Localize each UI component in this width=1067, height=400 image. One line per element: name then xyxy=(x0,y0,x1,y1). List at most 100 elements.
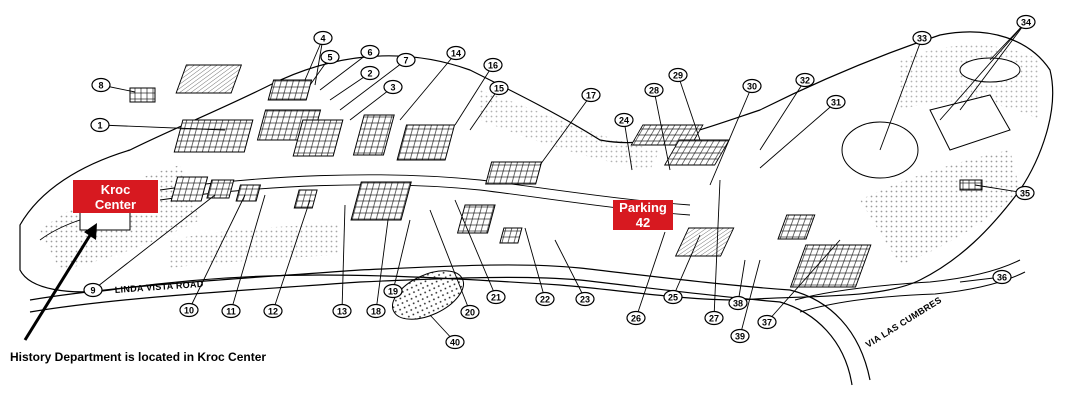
building-marker-28[interactable]: 28 xyxy=(644,82,664,98)
marker-number: 1 xyxy=(97,121,102,131)
leader-line-25 xyxy=(672,234,701,298)
building-marker-26[interactable]: 26 xyxy=(626,310,646,326)
marker-circle xyxy=(263,303,283,319)
marker-circle xyxy=(396,52,416,68)
building-marker-2[interactable]: 2 xyxy=(360,65,380,81)
marker-circle xyxy=(728,295,748,311)
marker-number: 16 xyxy=(488,61,498,71)
building-marker-40[interactable]: 40 xyxy=(445,334,465,350)
marker-number: 32 xyxy=(800,76,810,86)
building-marker-38[interactable]: 38 xyxy=(728,295,748,311)
marker-circle xyxy=(91,77,111,93)
marker-number: 4 xyxy=(320,34,325,44)
marker-circle xyxy=(446,45,466,61)
building-marker-31[interactable]: 31 xyxy=(826,94,846,110)
building-marker-5[interactable]: 5 xyxy=(320,49,340,65)
marker-number: 22 xyxy=(540,295,550,305)
building-marker-9[interactable]: 9 xyxy=(83,282,103,298)
marker-number: 19 xyxy=(388,287,398,297)
leader-line-31 xyxy=(759,101,837,169)
marker-circle xyxy=(581,87,601,103)
building-marker-24[interactable]: 24 xyxy=(614,112,634,128)
building-marker-17[interactable]: 17 xyxy=(581,87,601,103)
marker-number: 28 xyxy=(649,86,659,96)
building-marker-22[interactable]: 22 xyxy=(535,291,555,307)
kroc-arrow xyxy=(23,223,97,341)
marker-number: 20 xyxy=(465,308,475,318)
leader-line-17 xyxy=(539,94,592,166)
marker-circle xyxy=(179,302,199,318)
building-marker-32[interactable]: 32 xyxy=(795,72,815,88)
building-marker-19[interactable]: 19 xyxy=(383,283,403,299)
building-marker-37[interactable]: 37 xyxy=(757,314,777,330)
building-marker-30[interactable]: 30 xyxy=(742,78,762,94)
building-marker-39[interactable]: 39 xyxy=(730,328,750,344)
leader-line-34 xyxy=(989,21,1027,61)
marker-circle xyxy=(460,304,480,320)
leader-line-14 xyxy=(399,52,457,121)
leader-line-13 xyxy=(341,204,346,312)
leader-line-26 xyxy=(635,231,666,319)
building-marker-29[interactable]: 29 xyxy=(668,67,688,83)
building-8 xyxy=(129,87,156,103)
building-marker-23[interactable]: 23 xyxy=(575,291,595,307)
marker-number: 37 xyxy=(762,318,772,328)
marker-circle xyxy=(1015,185,1035,201)
leader-line-27 xyxy=(713,179,721,319)
building-marker-1[interactable]: 1 xyxy=(90,117,110,133)
building-marker-35[interactable]: 35 xyxy=(1015,185,1035,201)
building-marker-36[interactable]: 36 xyxy=(992,269,1012,285)
building-marker-6[interactable]: 6 xyxy=(360,44,380,60)
building-marker-25[interactable]: 25 xyxy=(663,289,683,305)
marker-number: 38 xyxy=(733,299,743,309)
marker-number: 14 xyxy=(451,49,461,59)
marker-circle xyxy=(221,303,241,319)
building-marker-4[interactable]: 4 xyxy=(313,30,333,46)
building-12 xyxy=(235,184,262,202)
leader-line-19 xyxy=(392,219,411,292)
building-marker-14[interactable]: 14 xyxy=(446,45,466,61)
parking-42-label[interactable]: Parking 42 xyxy=(613,200,673,230)
leader-line-6 xyxy=(319,51,371,91)
marker-number: 31 xyxy=(831,98,841,108)
building-22 xyxy=(456,204,496,234)
building-11 xyxy=(206,179,235,199)
marker-circle xyxy=(489,80,509,96)
building-marker-13[interactable]: 13 xyxy=(332,303,352,319)
parking-42-label-line1: Parking xyxy=(619,200,667,215)
leader-line-11 xyxy=(230,194,266,312)
building-marker-10[interactable]: 10 xyxy=(179,302,199,318)
building-30 xyxy=(663,139,730,166)
marker-number: 23 xyxy=(580,295,590,305)
housing-36 xyxy=(789,244,872,288)
building-marker-33[interactable]: 33 xyxy=(912,30,932,46)
kroc-center-label[interactable]: Kroc Center xyxy=(73,180,158,213)
building-13 xyxy=(293,189,318,209)
building-marker-3[interactable]: 3 xyxy=(383,79,403,95)
building-marker-11[interactable]: 11 xyxy=(221,303,241,319)
building-marker-34[interactable]: 34 xyxy=(1016,14,1036,30)
building-marker-12[interactable]: 12 xyxy=(263,303,283,319)
building-marker-15[interactable]: 15 xyxy=(489,80,509,96)
marker-circle xyxy=(757,314,777,330)
marker-number: 21 xyxy=(491,293,501,303)
leader-line-20 xyxy=(429,209,471,313)
building-marker-8[interactable]: 8 xyxy=(91,77,111,93)
marker-circle xyxy=(383,283,403,299)
building-37 xyxy=(777,214,816,240)
building-marker-7[interactable]: 7 xyxy=(396,52,416,68)
marker-circle xyxy=(575,291,595,307)
building-marker-18[interactable]: 18 xyxy=(366,303,386,319)
leader-line-29 xyxy=(677,74,701,141)
marker-number: 12 xyxy=(268,307,278,317)
marker-number: 26 xyxy=(631,314,641,324)
building-marker-21[interactable]: 21 xyxy=(486,289,506,305)
marker-number: 3 xyxy=(390,83,395,93)
marker-number: 5 xyxy=(327,53,332,63)
marker-circle xyxy=(795,72,815,88)
leader-line-3 xyxy=(349,86,394,121)
building-marker-16[interactable]: 16 xyxy=(483,57,503,73)
marker-circle xyxy=(626,310,646,326)
building-marker-20[interactable]: 20 xyxy=(460,304,480,320)
building-marker-27[interactable]: 27 xyxy=(704,310,724,326)
